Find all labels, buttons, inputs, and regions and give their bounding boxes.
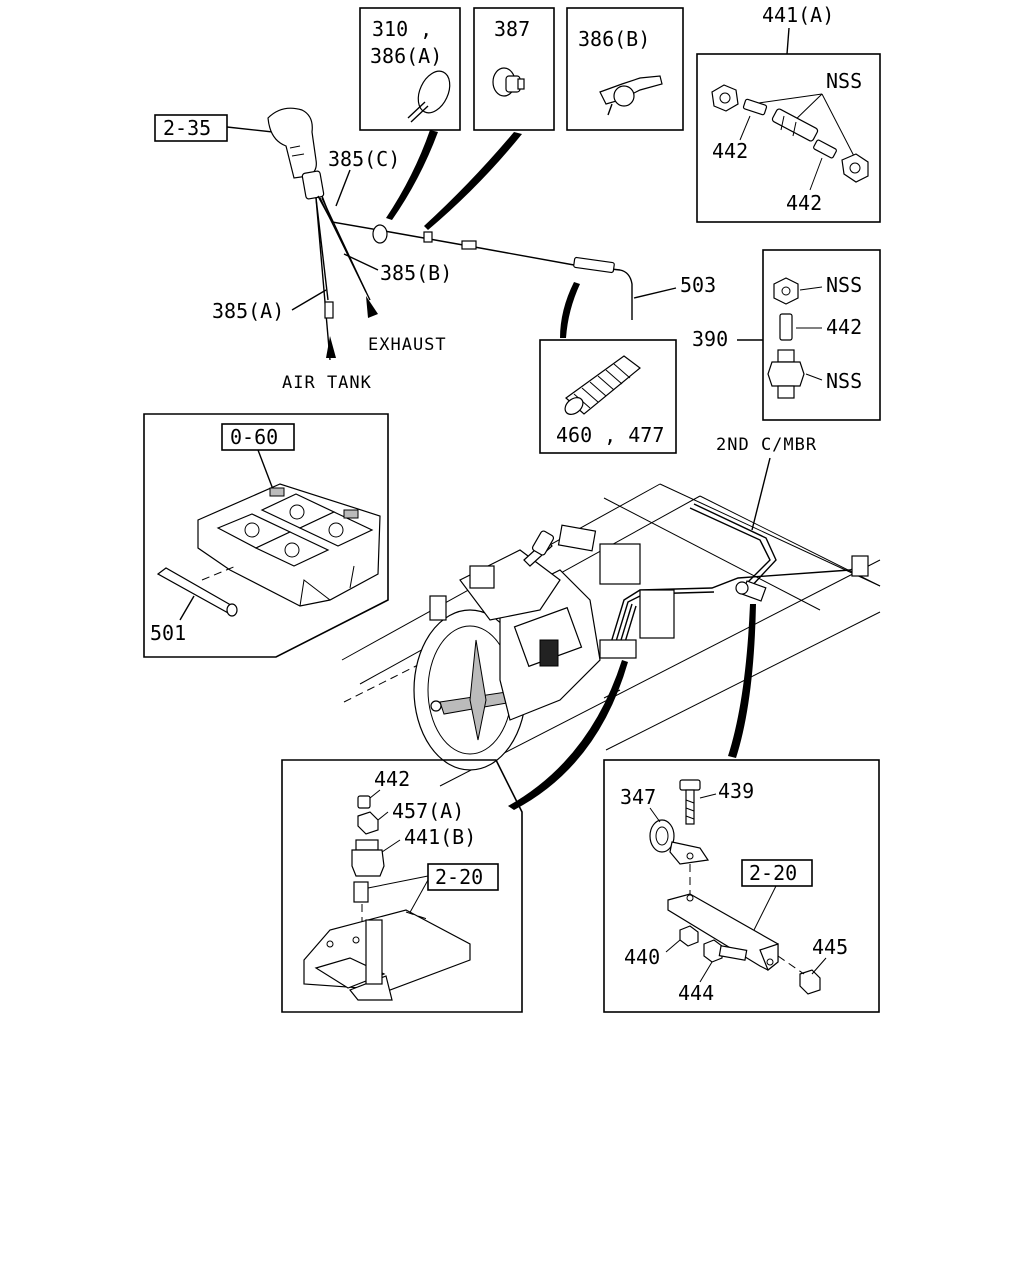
clip-part (599, 75, 663, 116)
shift-knob (267, 107, 325, 200)
bracket-part-left (303, 909, 471, 1001)
air-piping (599, 503, 869, 659)
ref-label-2-35: 2-35 (163, 116, 211, 140)
air-tank-arrow (326, 336, 336, 358)
grommet-part (492, 67, 525, 97)
cable-boot (573, 256, 615, 274)
inset-box-441b-detail: 442 457(A) 441(B) 2-20 (281, 759, 523, 1013)
inset-box-386b: 386(B) (566, 7, 684, 131)
leader-swoosh-310 (386, 130, 438, 220)
leader-swoosh-460 (560, 282, 580, 338)
air-tank-label: AIR TANK (282, 373, 372, 393)
connector-part-390 (767, 349, 805, 399)
sleeve-part-442 (357, 795, 371, 809)
callout-nss-390-top: NSS (826, 273, 862, 297)
nut-part-right (841, 153, 869, 183)
inset-box-310-386a: 310 , 386(A) (359, 7, 461, 131)
callout-445: 445 (812, 935, 848, 959)
exhaust-arrow (366, 296, 378, 318)
connector-part-441b (351, 839, 385, 877)
callout-439: 439 (718, 779, 754, 803)
callout-441a: 441(A) (762, 3, 834, 27)
inset-box-clamp-detail: 439 347 2-20 440 444 (603, 759, 880, 1013)
callout-387: 387 (494, 17, 530, 41)
inset-box-390: 390 NSS 442 NSS (692, 249, 881, 421)
inset-box-460-477: 460 , 477 (539, 339, 677, 454)
callout-442-left: 442 (712, 139, 748, 163)
callout-441b: 441(B) (404, 825, 476, 849)
nut-part-440 (679, 925, 699, 947)
cable-joint (461, 240, 477, 250)
leader-swoosh-detail-right (728, 604, 756, 758)
exhaust-label: EXHAUST (368, 335, 447, 355)
nut-part-390 (773, 277, 799, 305)
callout-385c: 385(C) (328, 147, 400, 171)
bellows-boot-part (564, 355, 641, 415)
inset-box-0-60-501: 0-60 501 (143, 413, 389, 658)
inset-box-441a: 441(A) NSS 442 442 (696, 3, 881, 223)
callout-385a: 385(A) (212, 299, 284, 323)
callout-386b: 386(B) (578, 27, 650, 51)
cable-clamp (372, 224, 388, 244)
nut-part-457a (357, 811, 379, 835)
callout-442-detail: 442 (374, 767, 410, 791)
callout-386a: 386(A) (370, 44, 442, 68)
fitting-part (353, 881, 369, 903)
callout-503: 503 (680, 273, 716, 297)
bolt-part-444 (703, 939, 748, 963)
callout-nss-390-bottom: NSS (826, 369, 862, 393)
callout-460-477: 460 , 477 (556, 423, 664, 447)
callout-390: 390 (692, 327, 728, 351)
leader-swoosh-387 (424, 132, 522, 230)
union-fitting-part (771, 108, 819, 142)
nut-part-445 (799, 969, 821, 995)
seal-strip-part (156, 567, 238, 617)
callout-442-right: 442 (786, 191, 822, 215)
floor-panel-part (197, 483, 381, 607)
callout-444: 444 (678, 981, 714, 1005)
chassis-frame (341, 483, 881, 787)
callout-442-390: 442 (826, 315, 862, 339)
callout-440: 440 (624, 945, 660, 969)
sleeve-part-left (742, 98, 768, 116)
clamp-part-347 (649, 819, 710, 865)
callout-501: 501 (150, 621, 186, 645)
ref-label-2-20-left: 2-20 (435, 865, 483, 889)
sleeve-part-390 (779, 313, 793, 341)
grommet-on-cable (423, 231, 433, 243)
callout-nss: NSS (826, 69, 862, 93)
callout-457a: 457(A) (392, 799, 464, 823)
bracket-part-right (667, 893, 779, 971)
bolt-part-439 (679, 779, 701, 825)
callout-385b: 385(B) (380, 261, 452, 285)
sleeve-part-right (813, 139, 837, 159)
transmission-assembly (413, 524, 601, 771)
callout-347: 347 (620, 785, 656, 809)
ref-label-0-60: 0-60 (230, 425, 278, 449)
callout-2nd-cmbr: 2ND C/MBR (716, 435, 817, 455)
hose-band-clamp-part (407, 70, 451, 123)
ref-2-35: 2-35 (154, 114, 283, 142)
connector-fitting (324, 301, 334, 319)
callout-310: 310 , (372, 17, 432, 41)
nut-part-left (711, 84, 739, 112)
ref-label-2-20-right: 2-20 (749, 861, 797, 885)
inset-box-387: 387 (473, 7, 555, 131)
